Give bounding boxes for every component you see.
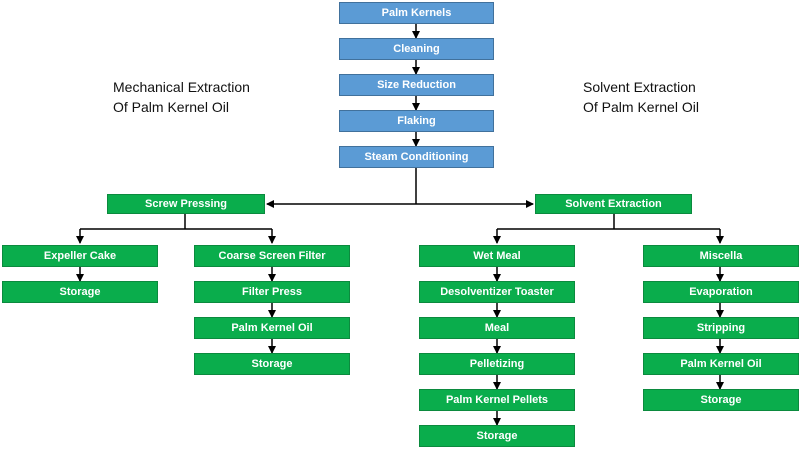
step-coarse-screen-filter: Coarse Screen Filter	[194, 245, 350, 267]
step-desolventizer-toaster: Desolventizer Toaster	[419, 281, 575, 303]
step-wet-meal: Wet Meal	[419, 245, 575, 267]
step-meal: Meal	[419, 317, 575, 339]
step-cleaning: Cleaning	[339, 38, 494, 60]
step-oil-storage-mechanical: Storage	[194, 353, 350, 375]
step-flaking: Flaking	[339, 110, 494, 132]
step-palm-kernels: Palm Kernels	[339, 2, 494, 24]
step-stripping: Stripping	[643, 317, 799, 339]
step-filter-press: Filter Press	[194, 281, 350, 303]
step-size-reduction: Size Reduction	[339, 74, 494, 96]
step-palm-kernel-oil-solvent: Palm Kernel Oil	[643, 353, 799, 375]
step-expeller-storage: Storage	[2, 281, 158, 303]
mechanical-extraction-heading: Mechanical Extraction Of Palm Kernel Oil	[113, 77, 250, 117]
step-screw-pressing: Screw Pressing	[107, 194, 265, 214]
step-oil-storage-solvent: Storage	[643, 389, 799, 411]
step-evaporation: Evaporation	[643, 281, 799, 303]
mechanical-heading-line2: Of Palm Kernel Oil	[113, 99, 229, 115]
mechanical-heading-line1: Mechanical Extraction	[113, 79, 250, 95]
step-expeller-cake: Expeller Cake	[2, 245, 158, 267]
step-steam-conditioning: Steam Conditioning	[339, 146, 494, 168]
step-palm-kernel-pellets: Palm Kernel Pellets	[419, 389, 575, 411]
step-solvent-extraction: Solvent Extraction	[535, 194, 692, 214]
step-pelletizing: Pelletizing	[419, 353, 575, 375]
step-miscella: Miscella	[643, 245, 799, 267]
solvent-extraction-heading: Solvent Extraction Of Palm Kernel Oil	[583, 77, 699, 117]
solvent-heading-line1: Solvent Extraction	[583, 79, 696, 95]
step-palm-kernel-oil-mechanical: Palm Kernel Oil	[194, 317, 350, 339]
step-pellet-storage: Storage	[419, 425, 575, 447]
solvent-heading-line2: Of Palm Kernel Oil	[583, 99, 699, 115]
